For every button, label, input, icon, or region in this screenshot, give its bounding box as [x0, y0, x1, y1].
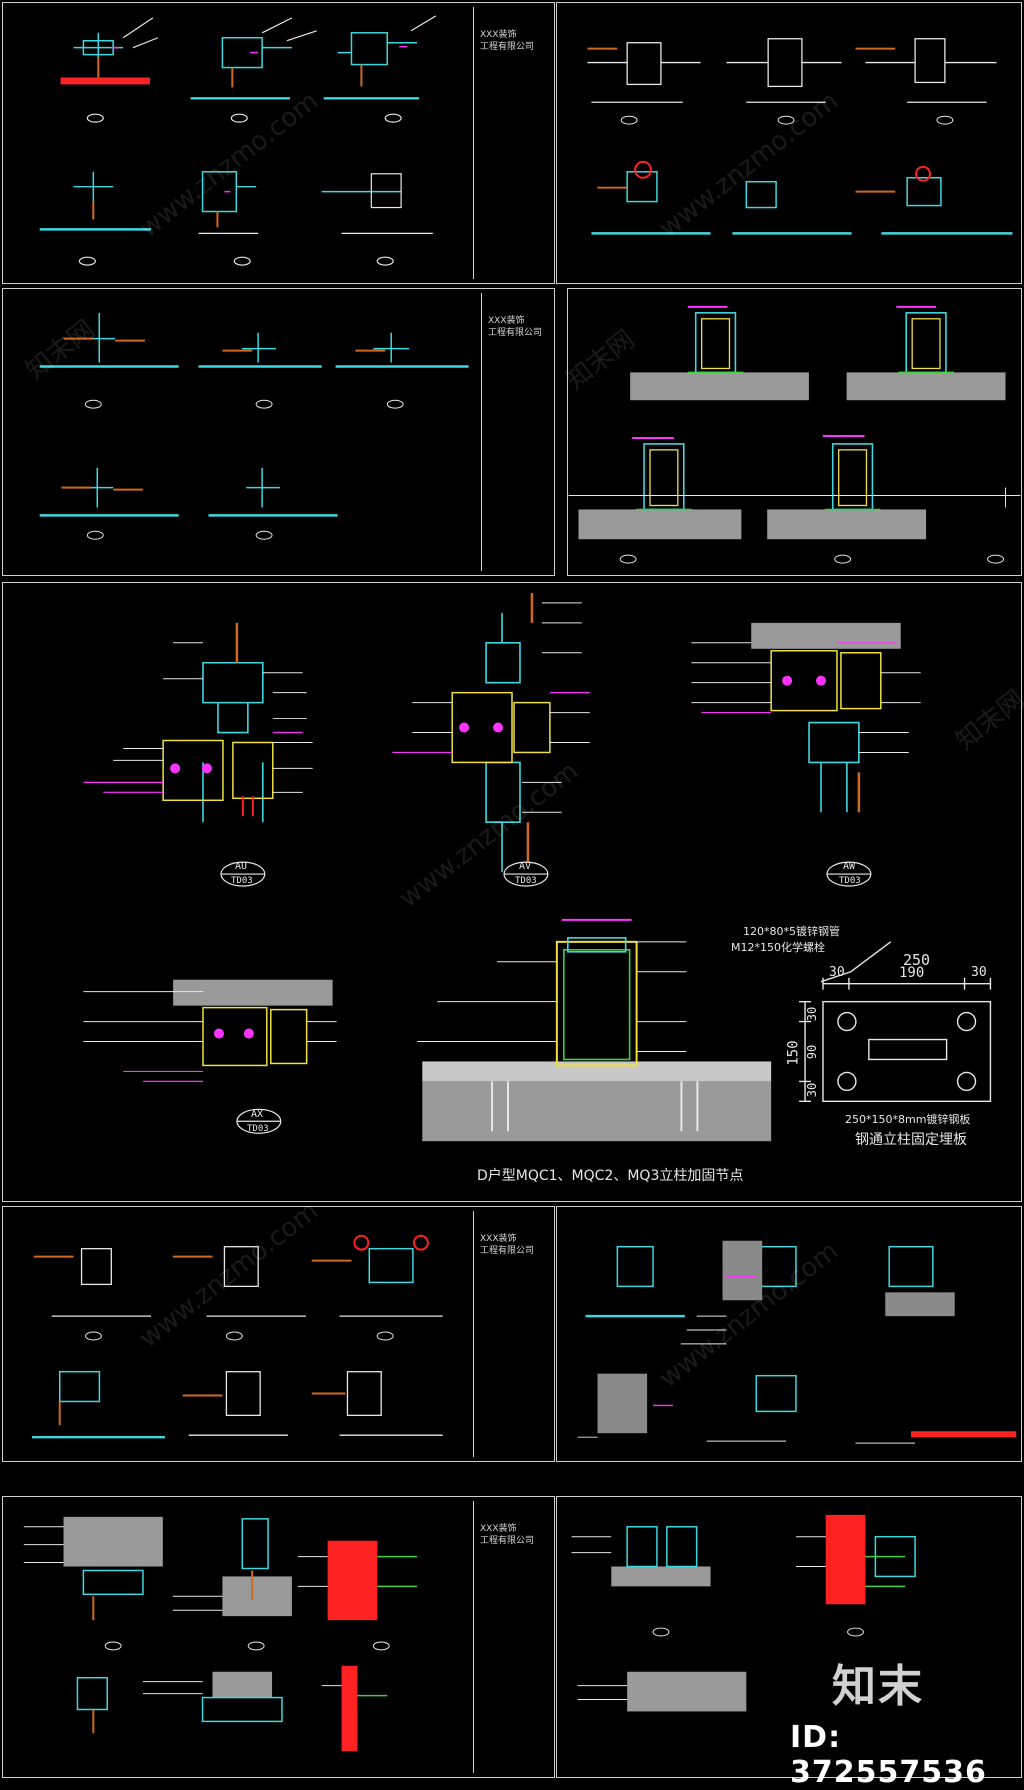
- detail-mark-bottom: TD03: [839, 876, 861, 886]
- title-block: XXX装饰 工程有限公司: [473, 1501, 540, 1773]
- company-name: XXX装饰 工程有限公司: [480, 1234, 535, 1256]
- main-detail-panel: 250 30 190 30 150 30 90 30 120*80*5镀锌钢管 …: [2, 582, 1022, 1202]
- title-block: XXX装饰 工程有限公司: [473, 7, 540, 279]
- sheet-panel-1: XXX装饰 工程有限公司: [2, 2, 555, 284]
- company-name: XXX装饰 工程有限公司: [488, 316, 543, 338]
- sheet-panel-4: [567, 288, 1022, 576]
- detail-mark-top: AX: [251, 1109, 264, 1120]
- detail-drawings: [577, 1240, 1017, 1444]
- dim-w-left: 30: [829, 965, 845, 980]
- title-block: XXX装饰 工程有限公司: [481, 293, 548, 571]
- reinforcement-node-drawing: [83, 592, 992, 1142]
- detail-drawings: [39, 312, 469, 540]
- dim-height-total: 150: [785, 1040, 802, 1066]
- sheet-panel-5: XXX装饰 工程有限公司: [2, 1206, 555, 1462]
- bolt-spec-label: M12*150化学螺栓: [731, 941, 825, 954]
- sheet-panel-2: [556, 2, 1022, 284]
- detail-mark-bottom: TD03: [247, 1124, 269, 1134]
- detail-drawings: [31, 1234, 443, 1439]
- detail-drawings: [587, 38, 1013, 235]
- sheet-panel-8: [556, 1496, 1022, 1778]
- sheet-panel-6: [556, 1206, 1022, 1462]
- sheet-panel-3: XXX装饰 工程有限公司: [2, 288, 555, 576]
- detail-mark-bottom: TD03: [231, 876, 253, 886]
- tube-spec-label: 120*80*5镀锌钢管: [743, 925, 840, 938]
- dim-h-bot: 30: [805, 1082, 820, 1098]
- detail-mark-top: AV: [519, 861, 532, 872]
- company-name: XXX装饰 工程有限公司: [480, 30, 535, 52]
- dim-w-right: 30: [971, 965, 987, 980]
- detail-drawings: [568, 305, 1021, 564]
- plate-spec-label: 250*150*8mm镀锌钢板: [845, 1113, 971, 1126]
- dim-h-mid: 90: [805, 1044, 820, 1060]
- plate-title: 钢通立柱固定埋板: [855, 1132, 967, 1148]
- drawing-caption: D户型MQC1、MQC2、MQ3立柱加固节点: [477, 1168, 744, 1184]
- dim-width-total: 250: [903, 951, 931, 969]
- detail-mark-top: AU: [235, 861, 248, 872]
- title-block: XXX装饰 工程有限公司: [473, 1211, 540, 1457]
- watermark-logo: 知末: [832, 1661, 924, 1712]
- detail-drawings: [571, 1514, 916, 1712]
- sheet-panel-7: XXX装饰 工程有限公司: [2, 1496, 555, 1778]
- dim-w-mid: 190: [899, 965, 925, 981]
- company-name: XXX装饰 工程有限公司: [480, 1524, 535, 1546]
- detail-drawings: [23, 1516, 418, 1752]
- dim-h-top: 30: [805, 1006, 820, 1022]
- detail-mark-bottom: TD03: [515, 876, 537, 886]
- detail-drawings: [39, 15, 437, 266]
- detail-mark-top: AW: [843, 861, 856, 872]
